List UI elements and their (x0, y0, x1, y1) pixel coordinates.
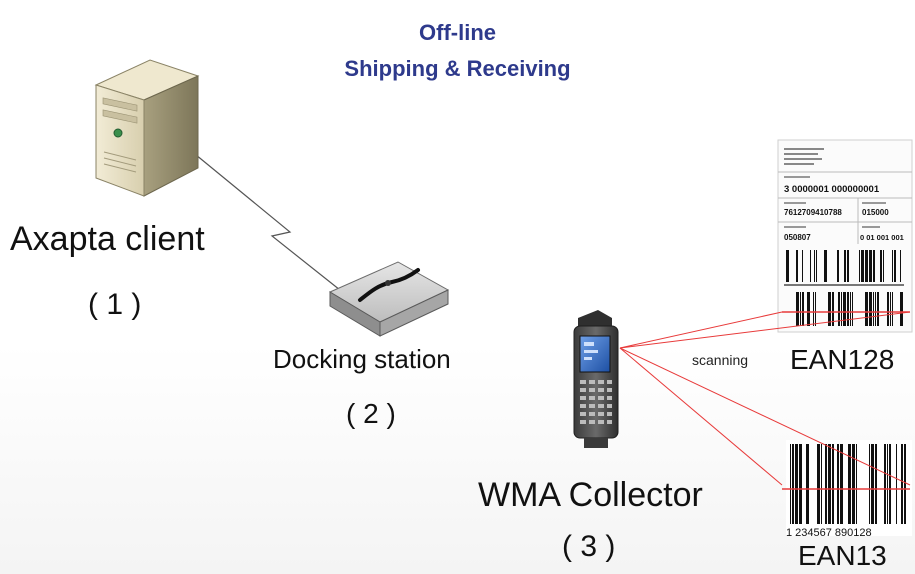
barcode-bar (852, 444, 855, 524)
barcode-bar (873, 292, 874, 326)
wma-collector-label: WMA Collector (478, 476, 703, 514)
barcode-bar (900, 250, 901, 282)
barcode-bar (825, 444, 827, 524)
docking-station-number: ( 2 ) (346, 398, 396, 429)
barcode-bar (802, 250, 803, 282)
barcode-bar (887, 444, 888, 524)
scanning-label: scanning (692, 352, 749, 368)
barcode-bar (799, 444, 802, 524)
barcode-bar (802, 292, 804, 326)
ean128-sscc: 3 0000001 000000001 (784, 184, 880, 195)
barcode-bar (892, 292, 893, 326)
barcode-bar (817, 444, 820, 524)
docking-station-icon (328, 261, 450, 337)
wma-collector-icon (573, 310, 619, 448)
barcode-bar (892, 250, 893, 282)
ean128-barcode-1 (786, 250, 901, 282)
barcode-bar (900, 292, 903, 326)
ean128-batch: 050807 (784, 233, 811, 242)
ean13-name: EAN13 (798, 540, 887, 571)
barcode-bar (841, 292, 842, 326)
barcode-bar (848, 444, 851, 524)
barcode-bar (837, 250, 839, 282)
barcode-bar (859, 250, 860, 282)
barcode-bar (828, 444, 831, 524)
barcode-bar (890, 292, 891, 326)
ean128-qty: 015000 (862, 208, 889, 217)
ean128-count: 0 01 001 001 (860, 233, 904, 242)
barcode-bar (904, 444, 906, 524)
barcode-bar (877, 292, 879, 326)
barcode-bar (840, 444, 843, 524)
scanning-beams (619, 311, 911, 490)
barcode-bar (847, 250, 849, 282)
axapta-client-label: Axapta client (10, 220, 205, 258)
barcode-bar (869, 444, 870, 524)
barcode-bar (843, 292, 846, 326)
barcode-bar (869, 250, 872, 282)
barcode-bar (880, 250, 882, 282)
barcode-bar (810, 250, 811, 282)
barcode-bar (786, 250, 789, 282)
barcode-bar (883, 250, 884, 282)
barcode-bar (814, 250, 815, 282)
barcode-bar (901, 444, 903, 524)
wma-collector-number: ( 3 ) (562, 530, 616, 563)
barcode-bar (884, 444, 886, 524)
barcode-bar (847, 292, 849, 326)
barcode-bar (869, 292, 872, 326)
barcode-bar (844, 250, 846, 282)
barcode-bar (795, 444, 798, 524)
ean128-label: 3 0000001 000000001 7612709410788 015000… (777, 139, 913, 333)
barcode-bar (807, 292, 810, 326)
barcode-bar (832, 444, 834, 524)
docking-station-label: Docking station (273, 344, 451, 374)
barcode-bar (800, 292, 801, 326)
axapta-client-number: ( 1 ) (88, 288, 142, 321)
ean128-name: EAN128 (790, 344, 895, 375)
connection-cable (189, 149, 341, 291)
barcode-bar (790, 444, 791, 524)
barcode-bar (896, 444, 897, 524)
barcode-bar (824, 250, 827, 282)
barcode-bar (821, 444, 822, 524)
barcode-bar (865, 250, 868, 282)
ean128-gtin: 7612709410788 (784, 208, 842, 217)
barcode-bar (816, 250, 817, 282)
barcode-bar (792, 444, 794, 524)
server-icon (94, 59, 200, 197)
barcode-bar (806, 444, 809, 524)
barcode-bar (894, 250, 896, 282)
barcode-bar (832, 292, 834, 326)
ean128-barcode-2 (796, 292, 903, 326)
barcode-bar (871, 444, 874, 524)
barcode-bar (875, 292, 876, 326)
barcode-bar (861, 250, 864, 282)
title-line-2: Shipping & Receiving (344, 56, 571, 81)
barcode-bar (856, 444, 857, 524)
barcode-bar (889, 444, 891, 524)
barcode-bar (865, 292, 868, 326)
barcode-bar (875, 444, 877, 524)
title-line-1: Off-line (419, 20, 496, 45)
barcode-bar (815, 292, 816, 326)
barcode-bar (813, 292, 814, 326)
barcode-bar (796, 250, 798, 282)
barcode-bar (838, 292, 840, 326)
barcode-bar (796, 292, 799, 326)
ean13-digits: 1 234567 890128 (786, 527, 872, 539)
barcode-bar (837, 444, 839, 524)
barcode-bar (873, 250, 875, 282)
barcode-bar (850, 292, 851, 326)
barcode-bar (852, 292, 853, 326)
barcode-bar (887, 292, 889, 326)
barcode-bar (828, 292, 831, 326)
